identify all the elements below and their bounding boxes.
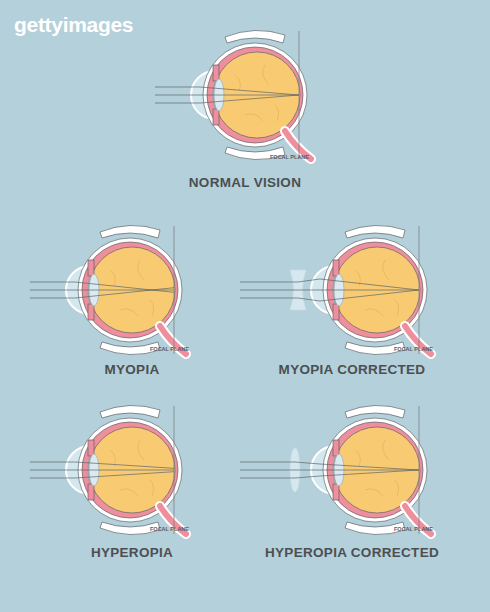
- watermark: gettyimages: [14, 14, 133, 35]
- panel-title: MYOPIA CORRECTED: [279, 363, 426, 377]
- panel-title: HYPEROPIA: [91, 546, 173, 560]
- panel-title: NORMAL VISION: [189, 176, 301, 190]
- focal-plane-label: FOCAL PLANE: [150, 527, 189, 533]
- focal-plane-label: FOCAL PLANE: [270, 155, 309, 161]
- focal-plane-label: FOCAL PLANE: [150, 347, 189, 353]
- panel-title: MYOPIA: [104, 363, 159, 377]
- focal-plane-label: FOCAL PLANE: [394, 347, 433, 353]
- focal-plane-label: FOCAL PLANE: [394, 527, 433, 533]
- panel-title: HYPEROPIA CORRECTED: [265, 546, 439, 560]
